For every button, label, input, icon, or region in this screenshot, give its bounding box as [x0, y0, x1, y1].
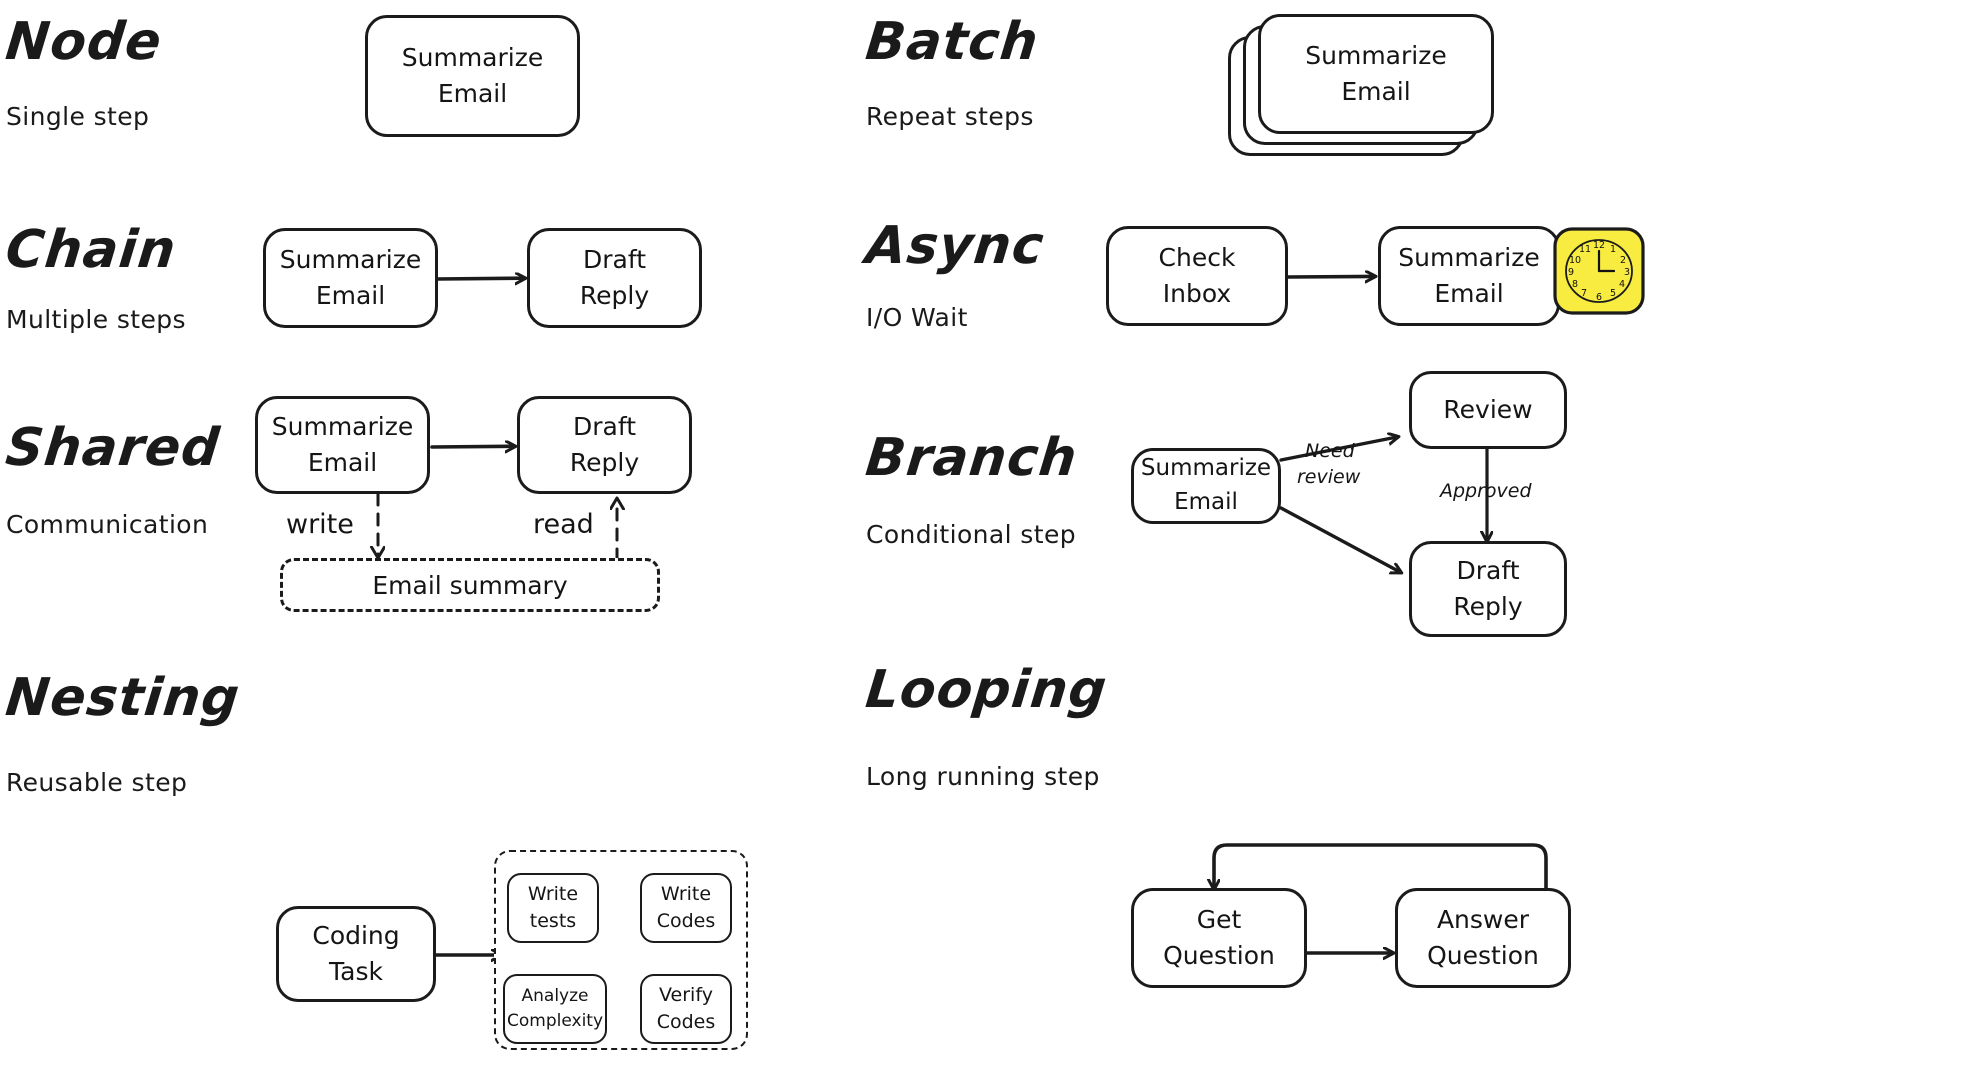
shared-edge-label-write: write — [286, 509, 354, 540]
section-subtitle-batch: Repeat steps — [866, 102, 1034, 131]
section-subtitle-nesting: Reusable step — [6, 768, 188, 797]
svg-text:7: 7 — [1581, 288, 1587, 299]
shared-edge-label-read: read — [533, 509, 594, 540]
section-subtitle-branch: Conditional step — [866, 520, 1076, 549]
section-title-batch: Batch — [862, 12, 1042, 72]
branch-edge-label-need: Need — [1305, 440, 1355, 462]
node-label-line1: Write — [527, 882, 579, 905]
node-label-line1: Summarize — [271, 411, 414, 441]
node-label-line2: tests — [529, 910, 577, 932]
clock-icon: 12 1 2 3 4 5 6 7 8 9 10 11 — [1551, 226, 1647, 316]
chain-node-draft-reply[interactable]: Draft Reply — [527, 228, 702, 328]
chain-node-summarize-email[interactable]: Summarize Email — [263, 228, 438, 328]
branch-node-summarize-email[interactable]: Summarize Email — [1131, 448, 1281, 524]
nesting-node-verify-codes[interactable]: Verify Codes — [640, 974, 732, 1044]
shared-arrows — [378, 446, 617, 562]
nesting-node-write-tests[interactable]: Write tests — [507, 873, 599, 943]
section-title-node: Node — [2, 12, 165, 72]
async-arrow — [1286, 276, 1374, 277]
node-label-line2: Email — [1434, 279, 1504, 308]
node-label-line2: Reply — [569, 448, 640, 477]
looping-arrows — [1214, 843, 1548, 953]
node-label-line1: Get — [1196, 904, 1242, 934]
node-label-line1: Summarize — [1140, 455, 1272, 482]
node-label-line1: Summarize — [401, 42, 544, 72]
looping-node-answer-question[interactable]: Answer Question — [1395, 888, 1571, 988]
nesting-node-analyze-complexity[interactable]: Analyze Complexity — [503, 974, 607, 1044]
node-label-line2: Reply — [579, 281, 650, 310]
batch-node-summarize-email[interactable]: Summarize Email — [1258, 14, 1494, 134]
svg-text:1: 1 — [1610, 244, 1616, 255]
node-label-line2: Complexity — [507, 1011, 604, 1031]
section-title-async: Async — [862, 216, 1048, 276]
chain-arrow — [435, 278, 524, 279]
node-label-line2: Email — [1174, 489, 1238, 515]
section-title-shared: Shared — [2, 418, 223, 478]
svg-text:6: 6 — [1596, 292, 1602, 303]
section-subtitle-async: I/O Wait — [866, 303, 968, 332]
svg-text:2: 2 — [1620, 255, 1626, 266]
node-label-line1: Summarize — [1398, 242, 1540, 272]
section-title-chain: Chain — [2, 220, 180, 280]
section-title-nesting: Nesting — [2, 668, 243, 728]
branch-edge-label-review: review — [1297, 466, 1361, 488]
node-label-line2: Email — [437, 79, 508, 108]
svg-text:9: 9 — [1568, 267, 1574, 278]
node-label-line2: Question — [1163, 941, 1275, 970]
svg-text:5: 5 — [1610, 288, 1616, 299]
section-subtitle-looping: Long running step — [866, 762, 1100, 791]
node-summarize-email[interactable]: Summarize Email — [365, 15, 580, 137]
branch-arrows — [1279, 437, 1487, 572]
node-label-line1: Review — [1443, 394, 1533, 424]
svg-text:4: 4 — [1619, 279, 1625, 290]
node-label-line2: Codes — [656, 1011, 716, 1033]
node-label-line1: Summarize — [1305, 40, 1447, 70]
node-label-line2: Email — [1341, 77, 1411, 106]
nesting-node-write-codes[interactable]: Write Codes — [640, 873, 732, 943]
node-label-line1: Coding — [312, 920, 400, 950]
async-node-summarize-email[interactable]: Summarize Email — [1378, 226, 1560, 326]
node-label-line1: Verify — [659, 983, 713, 1006]
svg-text:12: 12 — [1593, 240, 1605, 251]
async-node-check-inbox[interactable]: Check Inbox — [1106, 226, 1288, 326]
section-title-looping: Looping — [862, 660, 1111, 720]
node-label-line2: Email — [315, 281, 386, 310]
node-label-line2: Inbox — [1162, 279, 1232, 308]
node-label-line2: Question — [1427, 941, 1539, 970]
node-label-line1: Write — [660, 882, 712, 905]
svg-text:3: 3 — [1624, 267, 1630, 278]
section-title-branch: Branch — [862, 428, 1081, 488]
node-label-line1: Analyze — [521, 986, 589, 1007]
node-label-line1: Answer — [1436, 904, 1530, 934]
node-label-line1: Summarize — [279, 244, 422, 274]
node-label-line2: Task — [329, 957, 383, 986]
shared-store-email-summary[interactable]: Email summary — [280, 558, 660, 612]
branch-node-draft-reply[interactable]: Draft Reply — [1409, 541, 1567, 637]
node-label-line1: Draft — [1456, 555, 1520, 585]
svg-text:8: 8 — [1572, 279, 1578, 290]
node-label-line2: Codes — [656, 910, 716, 932]
looping-node-get-question[interactable]: Get Question — [1131, 888, 1307, 988]
node-label-line1: Draft — [572, 411, 636, 441]
shared-store-label: Email summary — [372, 570, 568, 600]
node-label-line2: Reply — [1453, 592, 1523, 621]
shared-node-draft-reply[interactable]: Draft Reply — [517, 396, 692, 494]
shared-node-summarize-email[interactable]: Summarize Email — [255, 396, 430, 494]
node-label-line1: Draft — [582, 244, 646, 274]
svg-text:11: 11 — [1579, 244, 1591, 255]
section-subtitle-shared: Communication — [6, 510, 209, 539]
node-label-line2: Email — [307, 448, 378, 477]
svg-text:10: 10 — [1569, 255, 1581, 266]
node-label-line1: Check — [1158, 242, 1236, 272]
branch-edge-label-approved: Approved — [1440, 480, 1532, 502]
branch-node-review[interactable]: Review — [1409, 371, 1567, 449]
section-subtitle-node: Single step — [6, 102, 150, 131]
section-subtitle-chain: Multiple steps — [6, 305, 186, 334]
nesting-node-coding-task[interactable]: Coding Task — [276, 906, 436, 1002]
